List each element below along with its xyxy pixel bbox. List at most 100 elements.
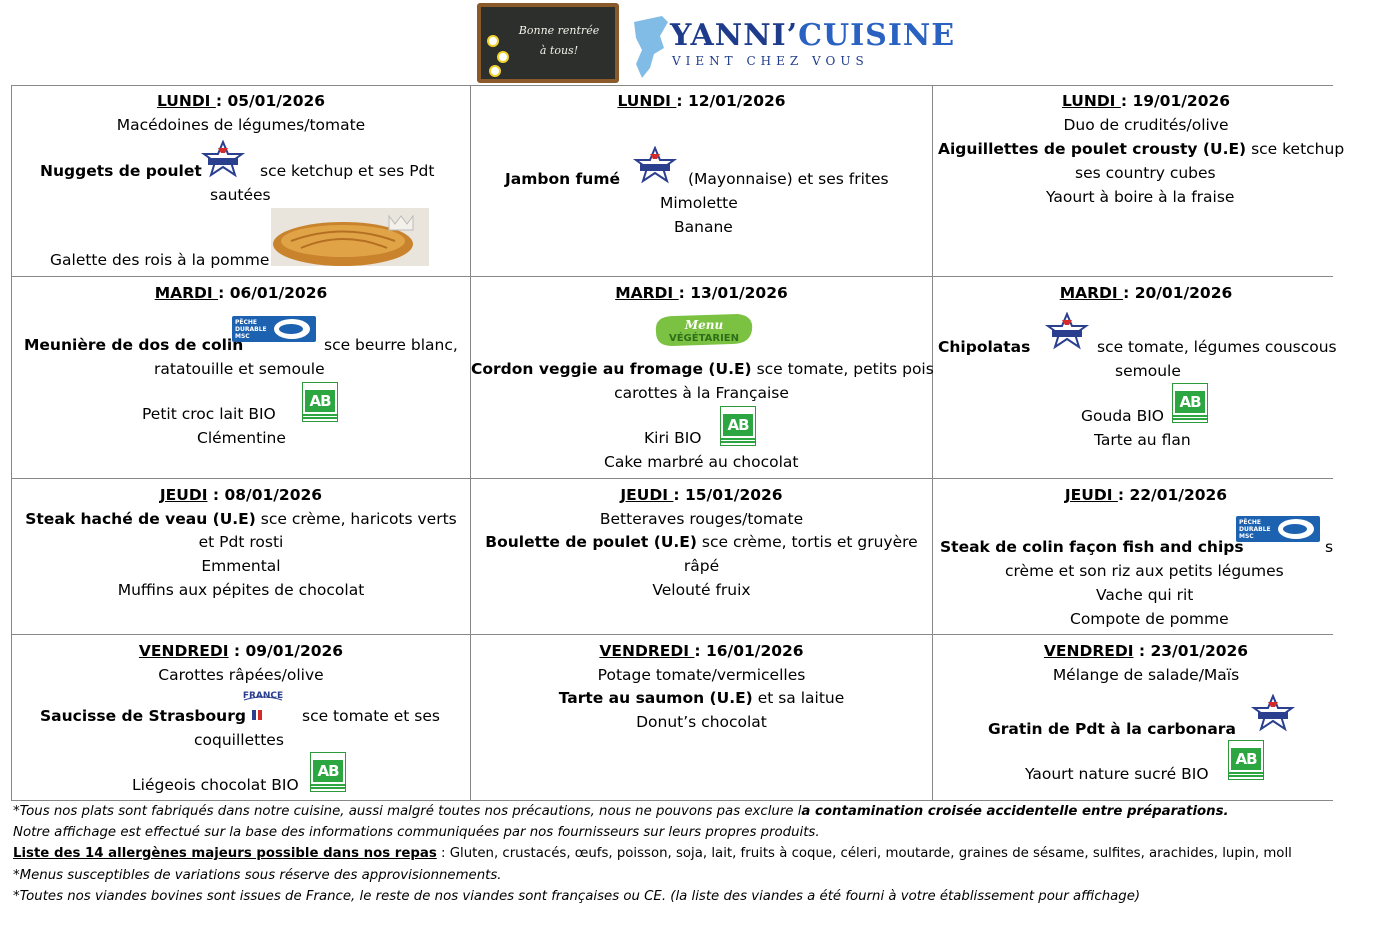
brand-part1: YANNI’ [670, 18, 799, 53]
yanni-cuisine-logo: YANNI’CUISINE VIENT CHEZ VOUS [632, 14, 954, 80]
main-dish: Steak de colin façon fish and chips [940, 538, 1244, 556]
main-dish-side-cont: râpé [683, 557, 720, 576]
starter: Potage tomate/vermicelles [597, 665, 806, 684]
menu-cell-w3-monday: LUNDI : 19/01/2026 Duo de crudités/olive [933, 90, 1359, 137]
main-dish-side-cont: crème et son riz aux petits légumes [1005, 562, 1284, 580]
main-dish-side: sce tomate, légumes couscous [1097, 338, 1337, 356]
footer-note-contamination: *Tous nos plats sont fabriqués dans notr… [13, 804, 1229, 819]
chalkboard-line2: à tous! [539, 44, 579, 57]
dairy: Gouda BIO [1081, 407, 1164, 425]
volaille-francaise-logo [194, 139, 252, 178]
chalkboard-banner: Bonne rentrée à tous! [477, 3, 619, 83]
footer-note-variations: *Menus susceptibles de variations sous r… [13, 868, 502, 883]
dessert: Compote de pomme [1070, 610, 1229, 628]
chalkboard-line1: Bonne rentrée [518, 24, 600, 37]
main-dish: Saucisse de Strasbourg [40, 707, 246, 725]
day-header: VENDREDI : 23/01/2026 [1043, 642, 1249, 660]
le-porc-francais-logo [626, 145, 684, 184]
menu-cell-w1-thursday: JEUDI : 08/01/2026 Steak haché de veau (… [12, 484, 470, 603]
main-dish: Aiguillettes de poulet crousty (U.E) sce… [938, 140, 1345, 158]
dessert: Clémentine [197, 429, 286, 447]
menu-cell-w1-tuesday: MARDI : 06/01/2026 [12, 282, 470, 306]
ab-bio-logo: AB [1172, 383, 1208, 423]
chef-silhouette-icon [634, 16, 668, 78]
menu-cell-w2-tuesday-body: Cordon veggie au fromage (U.E) sce tomat… [471, 358, 934, 405]
starter: Betteraves rouges/tomate [599, 509, 804, 528]
menu-table [11, 85, 1333, 801]
svg-text:Menu: Menu [684, 318, 724, 332]
ab-bio-logo: AB [310, 752, 346, 792]
main-dish: Steak haché de veau (U.E) sce crème, har… [25, 509, 457, 528]
dairy: Vache qui rit [1096, 586, 1194, 604]
dessert: Banane [674, 218, 733, 236]
main-dish: Tarte au saumon (U.E) et sa laitue [558, 689, 845, 708]
column-divider [470, 85, 471, 801]
main-dish: Chipolatas [938, 338, 1031, 356]
dessert: Yaourt nature sucré BIO [1025, 765, 1209, 783]
dessert: Tarte au flan [1094, 431, 1191, 449]
dessert: Cake marbré au chocolat [604, 453, 799, 471]
row-divider [11, 478, 1333, 479]
main-dish-side-cont: ratatouille et semoule [154, 360, 325, 378]
menu-cell-w2-thursday: JEUDI : 15/01/2026 Betteraves rouges/tom… [471, 484, 932, 603]
chalkboard-text: Bonne rentrée à tous! [505, 21, 613, 61]
starter: Carottes râpées/olive [158, 665, 324, 684]
main-dish-side: sce ketchup et ses Pdt [260, 162, 435, 180]
ab-bio-logo: AB [1228, 740, 1264, 780]
dairy: Mimolette [660, 194, 738, 212]
day-header: JEUDI : 22/01/2026 [1064, 486, 1228, 504]
day-header: LUNDI : 19/01/2026 [1061, 92, 1231, 110]
starter: Macédoines de légumes/tomate [116, 115, 366, 134]
brand-tagline: VIENT CHEZ VOUS [672, 54, 869, 68]
main-dish-side: sce beurre blanc, [324, 336, 458, 354]
column-divider [932, 85, 933, 801]
footer-note-meat-origin: *Toutes nos viandes bovines sont issues … [13, 889, 1141, 904]
main-dish-side: sce tomate et ses [302, 707, 440, 725]
main-dish: Gratin de Pdt à la carbonara [988, 720, 1236, 738]
menu-cell-w2-monday: LUNDI : 12/01/2026 [471, 90, 932, 114]
menu-cell-w2-friday: VENDREDI : 16/01/2026 Potage tomate/verm… [471, 640, 932, 735]
dairy: Kiri BIO [644, 429, 702, 447]
svg-text:FRANCE: FRANCE [243, 691, 283, 701]
dairy: Petit croc lait BIO [142, 405, 276, 423]
main-dish: Cordon veggie au fromage (U.E) sce tomat… [471, 360, 934, 378]
daisy-icon [487, 35, 499, 47]
menu-cell-w3-tuesday: MARDI : 20/01/2026 [933, 282, 1359, 306]
galette-photo [271, 208, 429, 266]
dairy: Emmental [201, 557, 281, 576]
menu-cell-w3-friday: VENDREDI : 23/01/2026 Mélange de salade/… [933, 640, 1359, 687]
main-dish: Nuggets de poulet [40, 162, 202, 180]
main-dish-side: s [1325, 538, 1334, 556]
day-header: LUNDI : 05/01/2026 [156, 92, 326, 110]
dessert: Galette des rois à la pomme [50, 251, 270, 269]
main-dish-side-cont: carottes à la Française [614, 383, 789, 402]
row-divider [11, 276, 1333, 277]
main-dish-side-cont: coquillettes [194, 731, 284, 749]
day-header: VENDREDI : 09/01/2026 [138, 642, 344, 660]
footer-note-information: Notre affichage est effectué sur la base… [13, 825, 820, 840]
day-header: LUNDI : 12/01/2026 [617, 92, 786, 110]
main-dish-side-cont: sautées [210, 186, 271, 204]
main-dish-side-cont: et Pdt rosti [198, 533, 284, 552]
le-porc-francais-logo [1038, 311, 1096, 350]
menu-cell-w1-friday: VENDREDI : 09/01/2026 Carottes râpées/ol… [12, 640, 470, 687]
row-divider [11, 800, 1333, 801]
dessert: Liégeois chocolat BIO [132, 776, 299, 794]
menu-cell-w3-thursday: JEUDI : 22/01/2026 [933, 484, 1359, 508]
menu-cell-w1-monday: LUNDI : 05/01/2026 Macédoines de légumes… [12, 90, 470, 137]
day-header: MARDI : 13/01/2026 [615, 284, 788, 302]
main-dish-side-cont: ses country cubes [1075, 164, 1216, 182]
main-dish: Jambon fumé [505, 170, 620, 188]
svg-text:VÉGÉTARIEN: VÉGÉTARIEN [669, 331, 739, 344]
france-viande-logo: FRANCE [243, 691, 283, 720]
day-header: JEUDI : 15/01/2026 [620, 486, 783, 504]
brand-name: YANNI’CUISINE [670, 18, 955, 53]
row-divider [11, 634, 1333, 635]
daisy-icon [489, 65, 501, 77]
footer-allergens: Liste des 14 allergènes majeurs possible… [13, 846, 1292, 861]
main-dish: Meunière de dos de colin [24, 336, 244, 354]
brand-part2: CUISINE [798, 18, 956, 53]
day-header: MARDI : 06/01/2026 [154, 284, 328, 302]
